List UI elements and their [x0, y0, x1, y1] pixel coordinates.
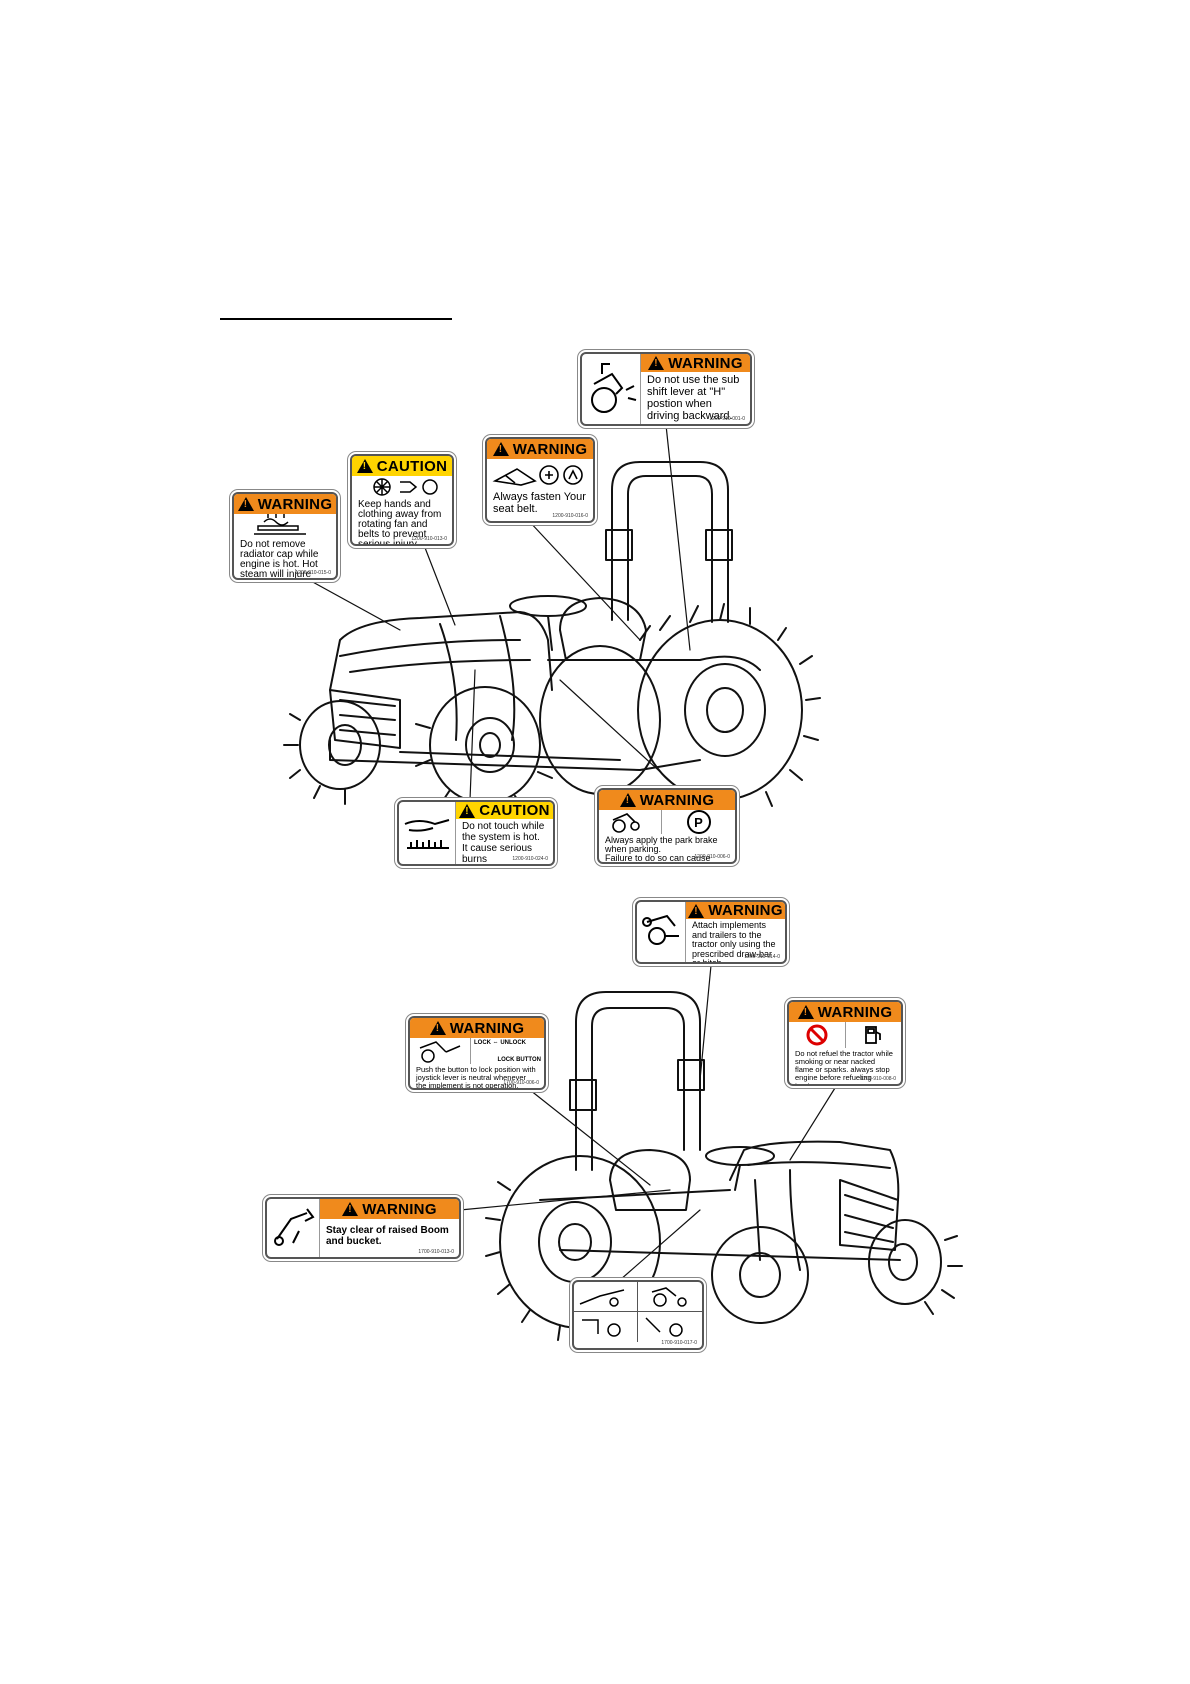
hitch-pictogram [637, 902, 686, 962]
decal-message: Keep hands and clothing away from rotati… [358, 499, 442, 546]
decal-signal-word: WARNING [320, 1199, 459, 1219]
decal-signal-word: WARNING [410, 1018, 544, 1038]
caution-triangle-icon [459, 803, 476, 818]
decal-signal-word: WARNING [686, 902, 785, 919]
no-smoking-icon [789, 1022, 846, 1048]
decal-message: Always apply the park brake when parking… [599, 834, 735, 863]
decal-message: Do not refuel the tractor while smoking … [795, 1049, 893, 1086]
fuel-pump-icon [846, 1022, 902, 1048]
section-heading-rule [220, 318, 452, 320]
decal-signal-word: WARNING [641, 354, 750, 372]
tractor-reverse-pictogram [582, 354, 641, 424]
decal-signal-word: CAUTION [456, 802, 553, 819]
sub-shift-warning-decal: WARNING Do not use the sub shift lever a… [580, 352, 752, 426]
warning-triangle-icon [342, 1202, 359, 1216]
decal-code: 1200-910-024-0 [512, 856, 548, 862]
park-brake-icon: P [686, 810, 711, 834]
tractor-2-drawing [485, 991, 963, 1341]
operation-pictogram-decal: 1700-910-017-0 [572, 1280, 704, 1350]
hot-surface-caution-decal: CAUTION Do not touch while the system is… [397, 800, 555, 866]
hand-heat-pictogram [399, 802, 456, 864]
lock-diagram: LOCK ⇔ UNLOCK LOCK BUTTON [471, 1038, 544, 1064]
decal-code: 1200-910-013-0 [411, 536, 447, 542]
decal-signal-word: WARNING [487, 439, 593, 459]
decal-message-line-2: Failure to do so can cause accidents and… [605, 853, 711, 863]
decal-signal-word: CAUTION [352, 456, 452, 476]
warning-triangle-icon [797, 1005, 814, 1019]
warning-triangle-icon [688, 903, 705, 918]
boom-warning-decal: WARNING Stay clear of raised Boom and bu… [265, 1197, 461, 1259]
decal-code: 1200-910-001-0 [709, 416, 745, 422]
decal-message: Do not touch while the system is hot. It… [462, 821, 545, 865]
decal-message: Attach implements and trailers to the tr… [692, 920, 776, 964]
warning-triangle-icon [237, 497, 254, 511]
bucket-fall-pictogram [638, 1312, 702, 1342]
joystick-lock-warning-decal: WARNING LOCK ⇔ UNLOCK LOCK BUTTON Push t… [408, 1016, 546, 1090]
loader-pictogram [410, 1038, 471, 1064]
lock-button-label: LOCK BUTTON [497, 1057, 541, 1063]
fan-belt-pictogram [352, 476, 452, 498]
decal-signal-word: WARNING [599, 790, 735, 810]
implement-hitch-warning-decal: WARNING Attach implements and trailers t… [635, 900, 787, 964]
unlock-label: UNLOCK [500, 1040, 527, 1046]
decal-signal-word: WARNING [789, 1002, 901, 1022]
raised-boom-pictogram [267, 1199, 320, 1257]
decal-message: Do not use the sub shift lever at "H" po… [647, 374, 740, 422]
decal-signal-word: WARNING [234, 494, 336, 514]
refuel-warning-decal: WARNING Do not refuel the tractor while … [787, 1000, 903, 1086]
double-arrow-icon: ⇔ [492, 1040, 499, 1046]
park-brake-warning-decal: WARNING P Always apply the park brake wh… [597, 788, 737, 864]
decal-message: Stay clear of raised Boom and bucket. [326, 1225, 449, 1247]
tractor-rolling-pictogram [599, 810, 662, 834]
decal-code: 1200-910-015-0 [295, 570, 331, 576]
decal-code: 1200-910-008-0 [860, 1076, 896, 1082]
decal-message: Do not remove radiator cap while engine … [240, 539, 319, 580]
seat-belt-pictogram [487, 459, 593, 489]
lock-label: LOCK [474, 1040, 491, 1046]
warning-triangle-icon [429, 1021, 446, 1035]
decal-code: 1200-910-016-0 [552, 513, 588, 519]
radiator-steam-pictogram [234, 514, 336, 538]
leader-lines [299, 424, 841, 1281]
decal-code: 1700-910-013-0 [418, 1249, 454, 1255]
warning-triangle-icon [619, 793, 636, 807]
loader-hazard-pictogram [574, 1282, 638, 1312]
radiator-warning-decal: WARNING Do not remove radiator cap while… [232, 492, 338, 580]
decal-code: 1700-910-006-0 [503, 1080, 539, 1086]
decal-code: 1200-910-014-0 [744, 954, 780, 960]
crush-hazard-pictogram [574, 1312, 638, 1342]
decal-message-line-1: Always apply the park brake when parking… [605, 835, 718, 854]
decal-message: Always fasten Your seat belt. [493, 491, 586, 515]
fan-caution-decal: CAUTION Keep hands and clothing away fro… [350, 454, 454, 546]
decal-code: 1700-910-017-0 [661, 1340, 697, 1346]
caution-triangle-icon [356, 459, 373, 473]
tipping-hazard-pictogram [638, 1282, 702, 1312]
decal-code: 1200-910-006-0 [694, 854, 730, 860]
decal-message: Push the button to lock position with jo… [416, 1065, 536, 1090]
seat-belt-warning-decal: WARNING Always fasten Your seat belt. 12… [485, 437, 595, 523]
warning-triangle-icon [492, 442, 509, 456]
warning-triangle-icon [648, 356, 665, 370]
